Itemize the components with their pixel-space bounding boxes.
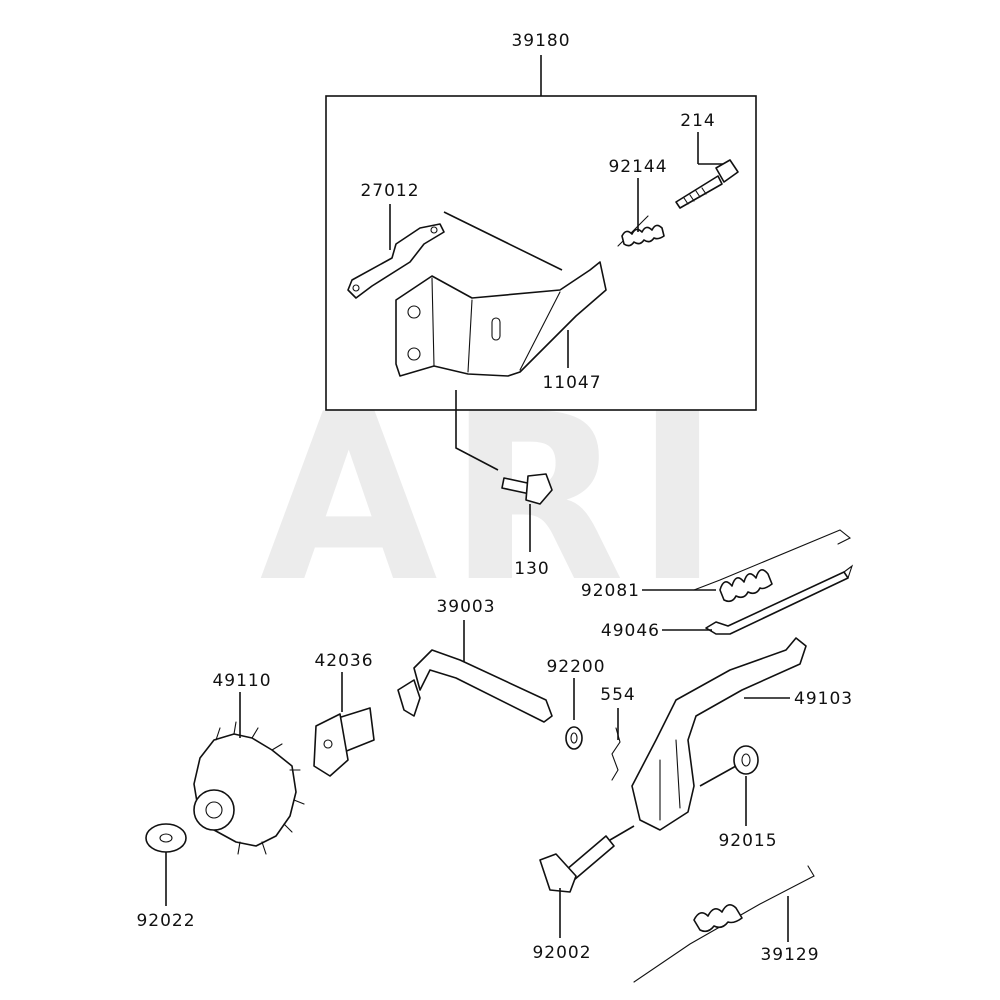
part-label-92002: 92002 [532,943,591,963]
part-label-39003: 39003 [436,597,495,617]
part-label-554: 554 [600,685,635,705]
collar-42036-icon [313,707,375,777]
part-label-49110: 49110 [212,671,271,691]
rod-49046-icon [705,564,854,635]
shaft-39003-icon [397,649,553,723]
part-label-130: 130 [514,559,549,579]
gear-49110-icon [193,721,305,855]
part-label-92200: 92200 [546,657,605,677]
watermark-text: ARI [260,366,731,633]
spring-92081-icon [693,529,852,603]
pin-92002-icon [539,835,615,893]
part-label-42036: 42036 [314,651,373,671]
part-label-92015: 92015 [718,831,777,851]
washer-92200-icon [565,726,583,750]
part-label-92081: 92081 [581,581,640,601]
washer-92022-icon [145,823,187,853]
nut-92015-icon [733,745,759,775]
plate-27012-icon [347,223,445,299]
part-label-92022: 92022 [136,911,195,931]
part-label-92144: 92144 [608,157,667,177]
bolt-214-icon [675,159,739,209]
bracket-11047-icon [395,261,607,377]
screw-130-icon [501,473,553,505]
part-label-214: 214 [680,111,715,131]
spring-92144-icon [617,215,665,247]
lever-49103-icon [631,637,807,831]
part-label-39129: 39129 [760,945,819,965]
assembly-box [325,95,757,411]
spring-39129-icon [633,865,815,983]
part-label-39180: 39180 [511,31,570,51]
part-label-49046: 49046 [601,621,660,641]
part-label-27012: 27012 [360,181,419,201]
part-label-11047: 11047 [542,373,601,393]
part-label-49103: 49103 [794,689,853,709]
